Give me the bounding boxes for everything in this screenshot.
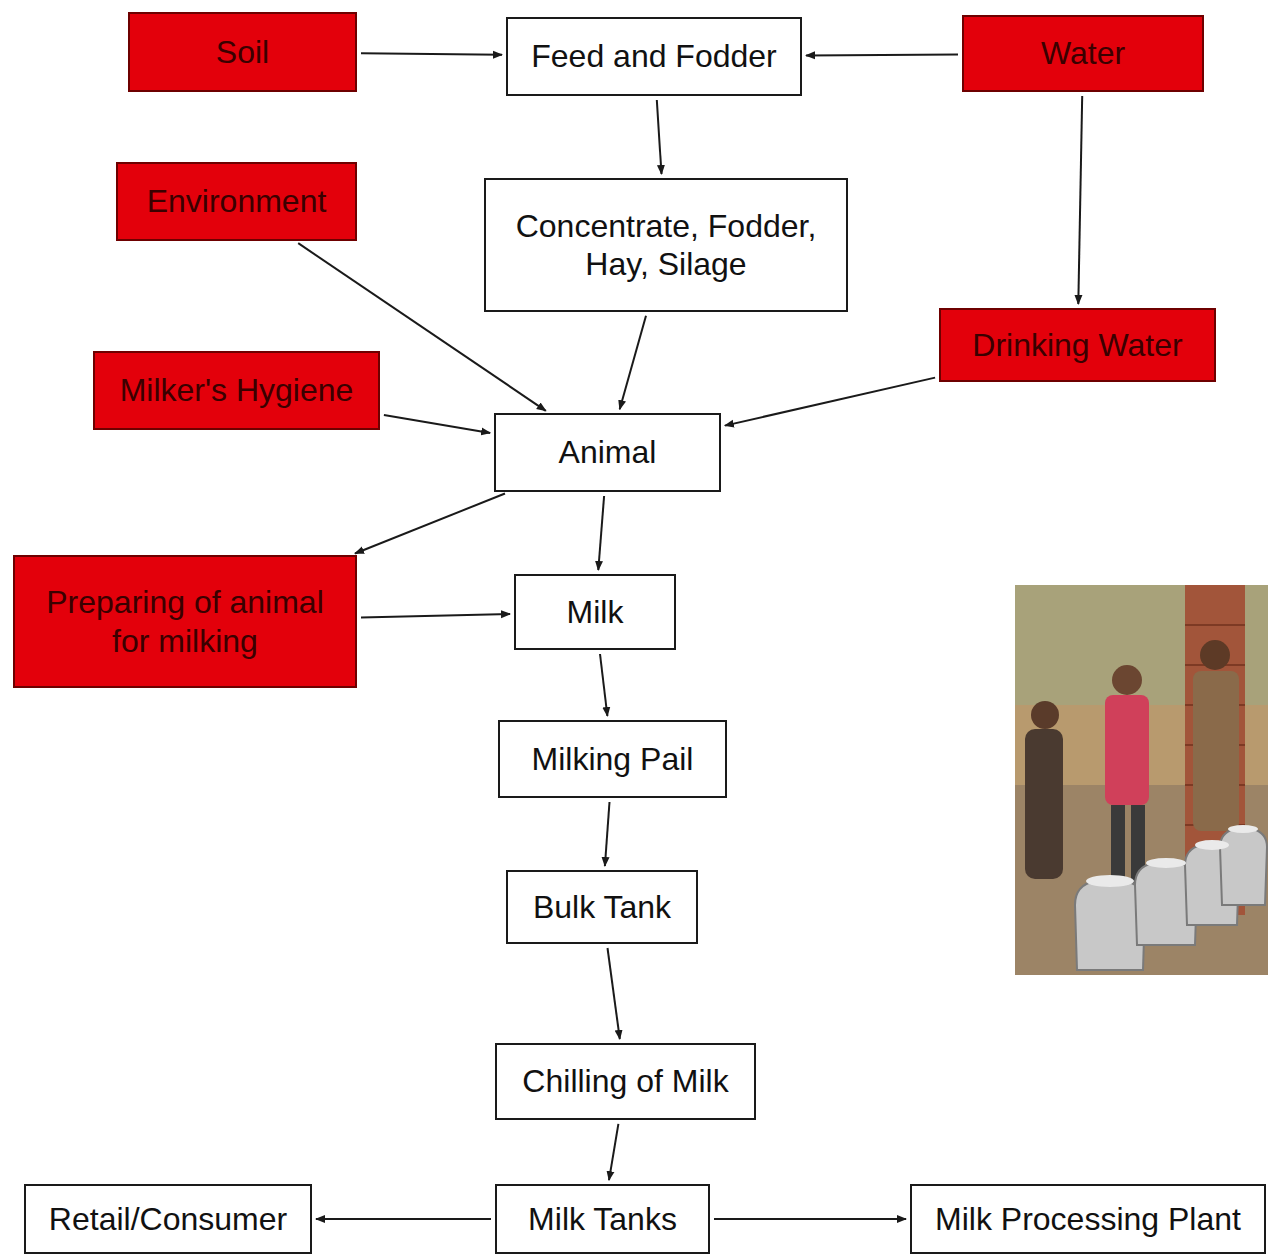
- flow-arrow: [316, 1218, 491, 1220]
- node-label: Bulk Tank: [533, 888, 671, 926]
- flow-arrow: [1078, 96, 1082, 304]
- process-box: Bulk Tank: [506, 870, 698, 944]
- node-label: Water: [1041, 34, 1125, 72]
- flow-arrow: [608, 948, 620, 1039]
- flow-arrow: [605, 802, 610, 866]
- input-box: Milker's Hygiene: [93, 351, 380, 430]
- flow-arrow: [355, 494, 505, 554]
- input-box: Drinking Water: [939, 308, 1216, 382]
- input-box: Environment: [116, 162, 357, 241]
- node-label: Milker's Hygiene: [120, 371, 354, 409]
- process-box: Concentrate, Fodder, Hay, Silage: [484, 178, 848, 312]
- process-box: Chilling of Milk: [495, 1043, 756, 1120]
- flow-arrow: [609, 1124, 618, 1180]
- process-box: Animal: [494, 413, 721, 492]
- node-label: Soil: [216, 33, 269, 71]
- flow-arrow: [806, 54, 958, 55]
- node-label: Milk Tanks: [528, 1200, 677, 1238]
- node-label: Retail/Consumer: [49, 1200, 287, 1238]
- process-box: Feed and Fodder: [506, 17, 802, 96]
- process-box: Retail/Consumer: [24, 1184, 312, 1254]
- milk-collection-photo: [1015, 585, 1268, 975]
- flow-arrow: [620, 316, 646, 409]
- flow-arrow: [361, 614, 510, 617]
- flow-arrow: [600, 654, 607, 716]
- node-label: Chilling of Milk: [522, 1062, 728, 1100]
- flow-arrow: [725, 378, 935, 426]
- flow-arrow: [598, 496, 604, 570]
- process-box: Milk Processing Plant: [910, 1184, 1266, 1254]
- node-label: Milking Pail: [532, 740, 694, 778]
- input-box: Water: [962, 15, 1204, 92]
- node-label: Drinking Water: [972, 326, 1182, 364]
- flow-arrow: [657, 100, 662, 174]
- input-box: Soil: [128, 12, 357, 92]
- process-box: Milking Pail: [498, 720, 727, 798]
- flow-arrow: [361, 53, 502, 55]
- flow-arrow: [384, 415, 490, 433]
- process-box: Milk: [514, 574, 676, 650]
- node-label: Preparing of animal for milking: [25, 583, 345, 660]
- process-box: Milk Tanks: [495, 1184, 710, 1254]
- node-label: Milk Processing Plant: [935, 1200, 1241, 1238]
- input-box: Preparing of animal for milking: [13, 555, 357, 688]
- node-label: Milk: [567, 593, 624, 631]
- node-label: Concentrate, Fodder, Hay, Silage: [496, 207, 836, 284]
- node-label: Environment: [147, 182, 327, 220]
- node-label: Animal: [559, 433, 657, 471]
- flow-arrow: [714, 1218, 906, 1220]
- node-label: Feed and Fodder: [531, 37, 777, 75]
